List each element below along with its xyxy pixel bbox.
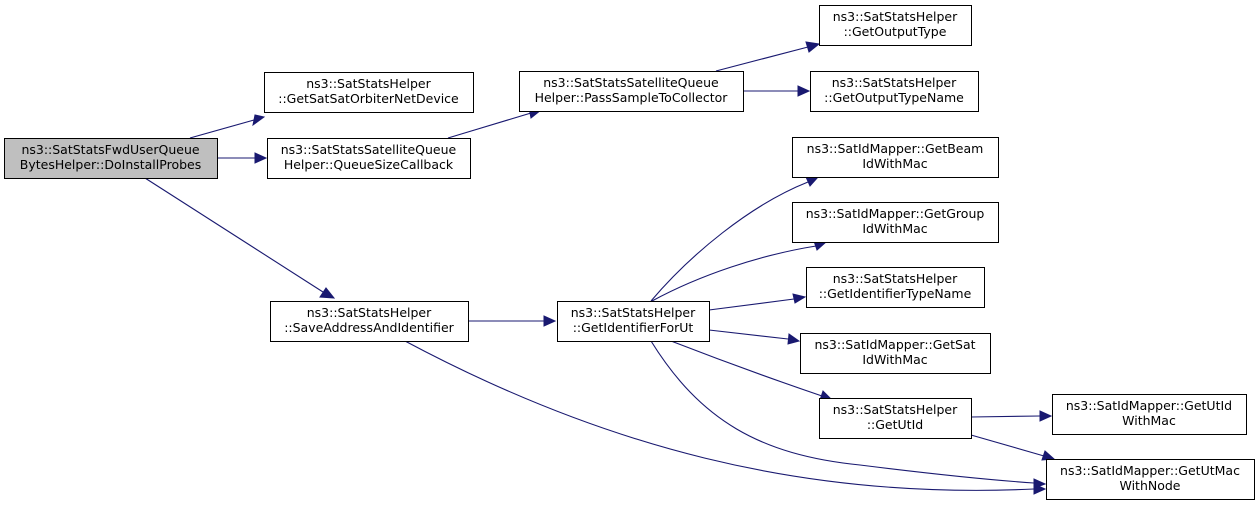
node-label-line: IdWithMac bbox=[862, 156, 927, 171]
edge-arrowhead bbox=[787, 333, 801, 345]
edge-getIdForUt-to-getUtMac bbox=[650, 340, 1047, 489]
edge-line bbox=[144, 177, 324, 293]
node-label-line: ns3::SatStatsHelper bbox=[833, 9, 958, 24]
edge-line bbox=[970, 434, 1045, 457]
edge-line bbox=[708, 329, 789, 340]
node-box bbox=[1046, 459, 1255, 500]
node-label-line: ns3::SatIdMapper::GetGroup bbox=[806, 206, 985, 221]
node-label-line: WithMac bbox=[1122, 413, 1176, 428]
node-label-line: ns3::SatStatsHelper bbox=[306, 76, 431, 91]
node-box bbox=[792, 137, 999, 178]
node-label-line: ns3::SatStatsHelper bbox=[307, 305, 432, 320]
node-label-line: WithNode bbox=[1119, 478, 1180, 493]
node-label-line: ::GetIdentifierTypeName bbox=[819, 286, 972, 301]
edge-getUtId-to-getUtIdWithMac bbox=[970, 410, 1053, 422]
node-label-line: IdWithMac bbox=[862, 221, 927, 236]
node-queueSizeCb[interactable]: ns3::SatStatsSatelliteQueueHelper::Queue… bbox=[267, 138, 471, 179]
node-saveAddr[interactable]: ns3::SatStatsHelper::SaveAddressAndIdent… bbox=[270, 301, 469, 342]
node-getSatOrbiter[interactable]: ns3::SatStatsHelper::GetSatSatOrbiterNet… bbox=[264, 72, 474, 113]
edge-line bbox=[970, 415, 1041, 418]
node-label-line: ns3::SatStatsHelper bbox=[571, 305, 696, 320]
node-label-line: ns3::SatIdMapper::GetUtMac bbox=[1060, 463, 1240, 478]
node-label-line: ::GetIdentifierForUt bbox=[573, 320, 694, 335]
node-box bbox=[1052, 394, 1247, 435]
node-label-line: ::GetSatSatOrbiterNetDevice bbox=[278, 91, 459, 106]
edge-arrowhead bbox=[319, 287, 336, 299]
edge-line bbox=[708, 298, 795, 311]
node-box bbox=[810, 71, 979, 112]
node-label-line: ns3::SatStatsHelper bbox=[833, 402, 958, 417]
edge-arrowhead bbox=[254, 152, 268, 164]
node-label-line: ::SaveAddressAndIdentifier bbox=[284, 320, 454, 335]
edge-passSample-to-getOutputTypeName bbox=[743, 85, 811, 97]
node-box bbox=[819, 5, 972, 46]
edge-arrowhead bbox=[543, 315, 557, 327]
node-label-line: ns3::SatStatsSatelliteQueue bbox=[543, 75, 719, 90]
edge-arrowhead bbox=[252, 114, 266, 127]
edge-line bbox=[650, 340, 1035, 484]
edge-line bbox=[715, 46, 809, 72]
edge-getIdForUt-to-getGroup bbox=[651, 240, 828, 302]
edge-arrowhead bbox=[1041, 450, 1056, 461]
node-label-line: ns3::SatStatsHelper bbox=[832, 75, 957, 90]
node-box bbox=[792, 202, 999, 243]
node-getOutputType[interactable]: ns3::SatStatsHelper::GetOutputType bbox=[819, 5, 972, 46]
edge-line bbox=[650, 181, 809, 302]
node-passSample[interactable]: ns3::SatStatsSatelliteQueueHelper::PassS… bbox=[519, 71, 744, 112]
node-box bbox=[519, 71, 744, 112]
edge-passSample-to-getOutputType bbox=[715, 41, 821, 72]
node-label-line: ns3::SatStatsFwdUserQueue bbox=[21, 142, 199, 157]
edge-getIdForUt-to-getIdTypeName bbox=[708, 293, 807, 311]
node-label-line: Helper::QueueSizeCallback bbox=[284, 157, 454, 172]
edge-line bbox=[670, 340, 823, 397]
node-box bbox=[557, 301, 710, 342]
edge-arrowhead bbox=[792, 293, 807, 304]
node-getOutputTypeName[interactable]: ns3::SatStatsHelper::GetOutputTypeName bbox=[810, 71, 979, 112]
node-getIdTypeName[interactable]: ns3::SatStatsHelper::GetIdentifierTypeNa… bbox=[806, 267, 985, 308]
nodes-layer: ns3::SatStatsFwdUserQueueBytesHelper::Do… bbox=[4, 5, 1255, 500]
edge-line bbox=[404, 340, 1035, 491]
node-label-line: Helper::PassSampleToCollector bbox=[535, 90, 729, 105]
edge-root-to-saveAddr bbox=[144, 177, 336, 299]
edge-getUtId-to-getUtMac bbox=[970, 434, 1056, 461]
node-label-line: ns3::SatIdMapper::GetUtId bbox=[1066, 398, 1232, 413]
node-box bbox=[264, 72, 474, 113]
edge-arrowhead bbox=[797, 85, 811, 97]
node-label-line: ns3::SatStatsSatelliteQueue bbox=[281, 142, 457, 157]
node-box bbox=[267, 138, 471, 179]
edge-arrowhead bbox=[805, 176, 820, 187]
edge-arrowhead bbox=[1039, 410, 1053, 422]
node-box bbox=[819, 398, 972, 439]
node-label-line: ns3::SatIdMapper::GetBeam bbox=[807, 141, 984, 156]
edge-saveAddr-to-getIdForUt bbox=[468, 315, 557, 327]
edge-line bbox=[447, 112, 532, 139]
node-label-line: ::GetOutputTypeName bbox=[824, 90, 964, 105]
edge-root-to-getSatOrbiter bbox=[189, 114, 266, 139]
node-getIdForUt[interactable]: ns3::SatStatsHelper::GetIdentifierForUt bbox=[557, 301, 710, 342]
edge-arrowhead bbox=[1033, 478, 1047, 489]
node-box bbox=[800, 333, 991, 374]
edge-root-to-queueSizeCb bbox=[217, 152, 268, 164]
node-box bbox=[806, 267, 985, 308]
edge-getIdForUt-to-getSat bbox=[708, 329, 801, 345]
node-getUtId[interactable]: ns3::SatStatsHelper::GetUtId bbox=[819, 398, 972, 439]
node-root[interactable]: ns3::SatStatsFwdUserQueueBytesHelper::Do… bbox=[4, 138, 218, 179]
node-box bbox=[270, 301, 469, 342]
node-label-line: ns3::SatIdMapper::GetSat bbox=[814, 337, 975, 352]
node-label-line: ns3::SatStatsHelper bbox=[833, 271, 958, 286]
node-label-line: ::GetOutputType bbox=[844, 24, 947, 39]
edge-arrowhead bbox=[805, 41, 821, 53]
node-box bbox=[4, 138, 218, 179]
node-label-line: IdWithMac bbox=[862, 352, 927, 367]
node-label-line: BytesHelper::DoInstallProbes bbox=[20, 157, 201, 172]
edge-line bbox=[189, 119, 255, 139]
edge-line bbox=[651, 245, 817, 302]
node-label-line: ::GetUtId bbox=[867, 417, 923, 432]
